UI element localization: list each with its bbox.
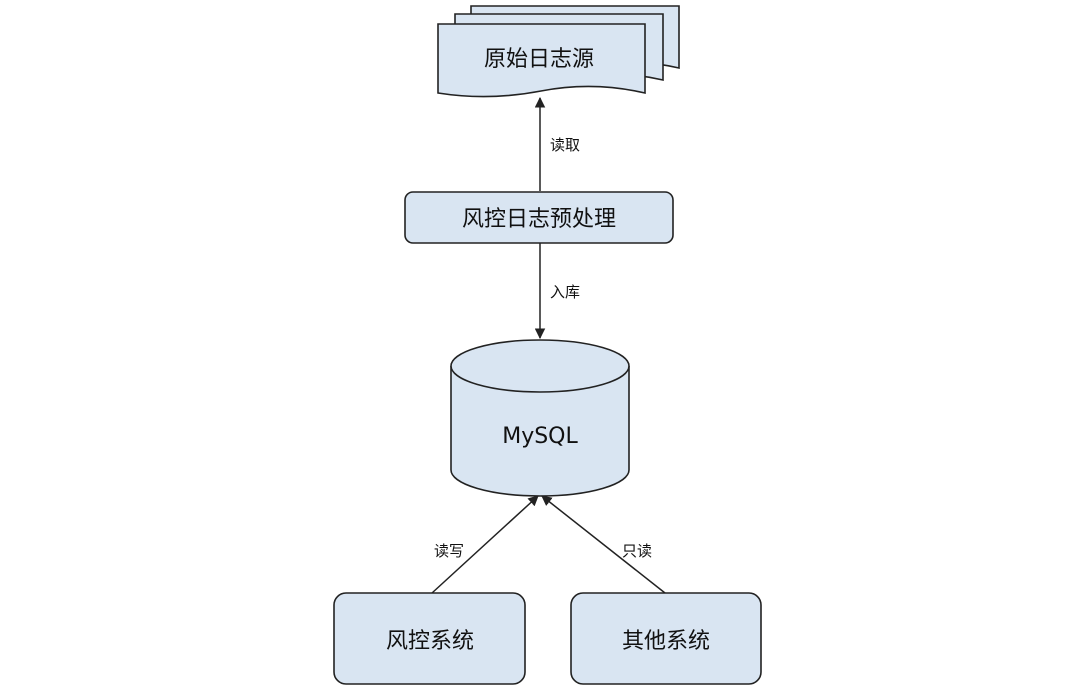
edge-read-write-arrow xyxy=(431,495,539,594)
preprocess-label: 风控日志预处理 xyxy=(462,207,616,232)
edge-read-only-arrow xyxy=(541,495,666,594)
log-source-node: 原始日志源 xyxy=(437,5,680,98)
database-cylinder-body xyxy=(450,366,630,497)
edge-read-write-label: 读写 xyxy=(434,542,464,560)
other-system-label: 其他系统 xyxy=(622,629,710,654)
edge-read-label: 读取 xyxy=(550,136,580,154)
mysql-node: MySQL xyxy=(450,339,630,497)
mysql-label: MySQL xyxy=(502,424,578,449)
edge-read-only-label: 只读 xyxy=(622,542,652,560)
edge-store-label: 入库 xyxy=(550,283,580,301)
log-source-label: 原始日志源 xyxy=(484,47,594,72)
risk-system-box xyxy=(333,592,526,685)
risk-system-node: 风控系统 xyxy=(333,592,526,685)
other-system-box xyxy=(570,592,762,685)
preprocess-node: 风控日志预处理 xyxy=(404,191,674,244)
other-system-node: 其他系统 xyxy=(570,592,762,685)
risk-system-label: 风控系统 xyxy=(386,629,474,654)
database-cylinder-top xyxy=(450,339,630,393)
document-stack-front xyxy=(437,23,646,98)
preprocess-box xyxy=(404,191,674,244)
